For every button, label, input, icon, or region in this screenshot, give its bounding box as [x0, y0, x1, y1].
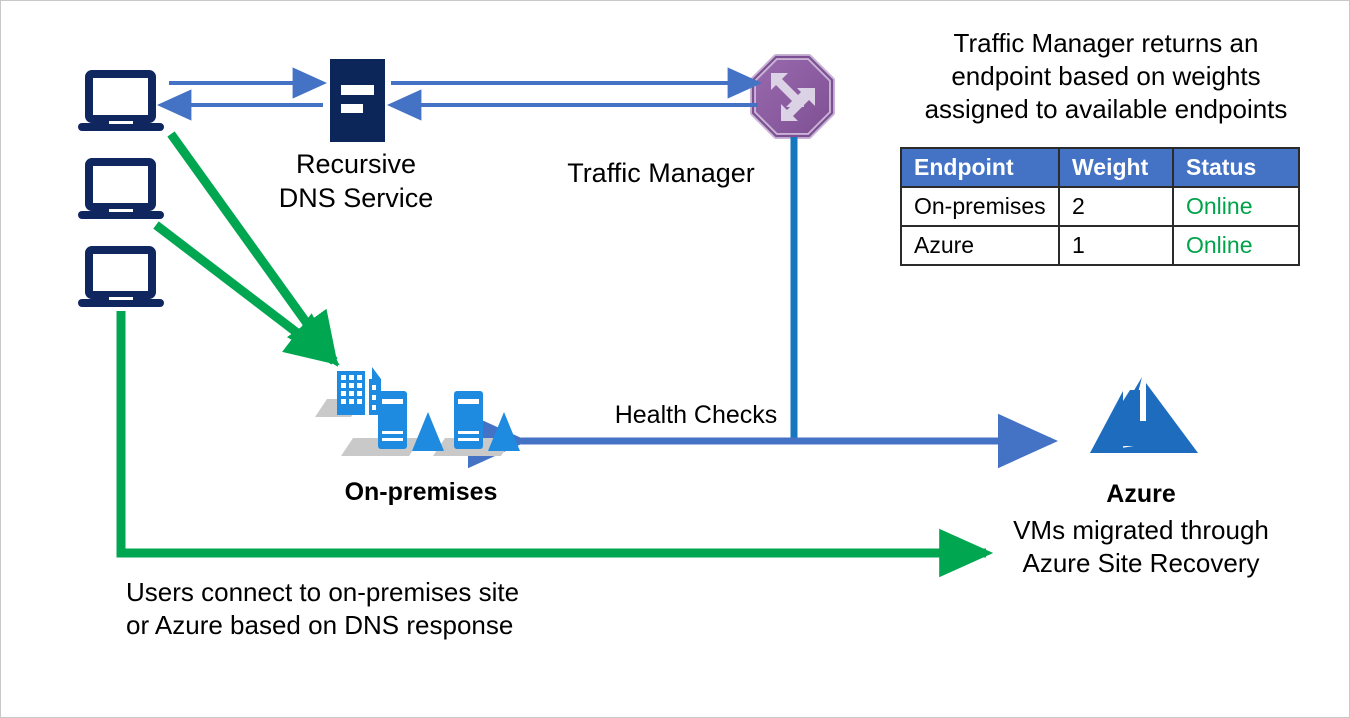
- traffic-manager-label: Traffic Manager: [567, 158, 755, 188]
- cell-weight: 1: [1058, 225, 1174, 266]
- endpoint-weights-table: Endpoint Weight Status On-premises 2 Onl…: [900, 147, 1300, 266]
- column-header-status: Status: [1172, 147, 1300, 188]
- cell-endpoint: Azure: [900, 225, 1060, 266]
- status-badge: Online: [1172, 225, 1300, 266]
- column-header-weight: Weight: [1058, 147, 1174, 188]
- traffic-manager-note: Traffic Manager returns an endpoint base…: [924, 28, 1288, 124]
- on-premises-datacenter-icon: [315, 367, 520, 456]
- laptop-icon-3: [78, 246, 164, 307]
- arrow-client3-to-azure: [116, 311, 994, 578]
- traffic-manager-icon: [750, 54, 835, 139]
- dns-service-label: Recursive DNS Service: [278, 149, 434, 214]
- cell-weight: 2: [1058, 186, 1174, 227]
- column-header-endpoint: Endpoint: [900, 147, 1060, 188]
- status-badge: Online: [1172, 186, 1300, 227]
- health-checks-label: Health Checks: [614, 401, 778, 429]
- users-connect-note: Users connect to on-premises site or Azu…: [126, 577, 520, 640]
- dns-server-icon: [330, 59, 385, 142]
- laptop-icon-1: [78, 70, 164, 131]
- laptop-icon-2: [78, 158, 164, 219]
- azure-description: VMs migrated through Azure Site Recovery: [1013, 515, 1269, 578]
- table-row: On-premises 2 Online: [900, 186, 1300, 227]
- azure-logo-icon: [1090, 377, 1198, 453]
- cell-endpoint: On-premises: [900, 186, 1060, 227]
- on-premises-label: On-premises: [344, 478, 498, 506]
- table-header-row: Endpoint Weight Status: [900, 147, 1300, 188]
- arrow-client2-to-onpremises: [153, 221, 340, 366]
- azure-label: Azure: [1106, 480, 1176, 508]
- table-row: Azure 1 Online: [900, 225, 1300, 266]
